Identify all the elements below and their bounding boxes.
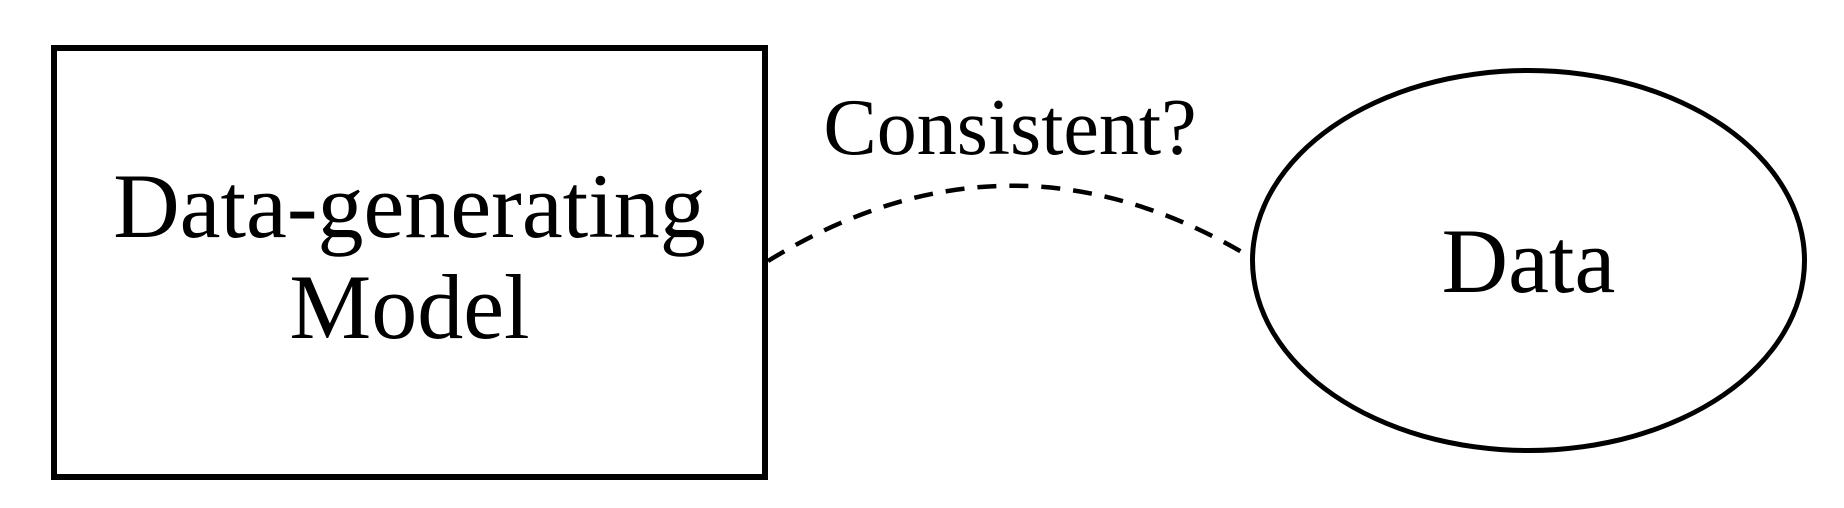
data-ellipse-label: Data [1441,209,1616,312]
model-box-label: Data-generating Model [113,154,706,358]
connector-label: Consistent? [823,84,1197,172]
model-box-label-line2: Model [289,255,530,358]
data-ellipse: Data [1250,68,1807,453]
model-box: Data-generating Model [51,45,768,480]
dashed-connector-curve [766,183,1254,263]
model-box-label-line1: Data-generating [113,154,706,257]
